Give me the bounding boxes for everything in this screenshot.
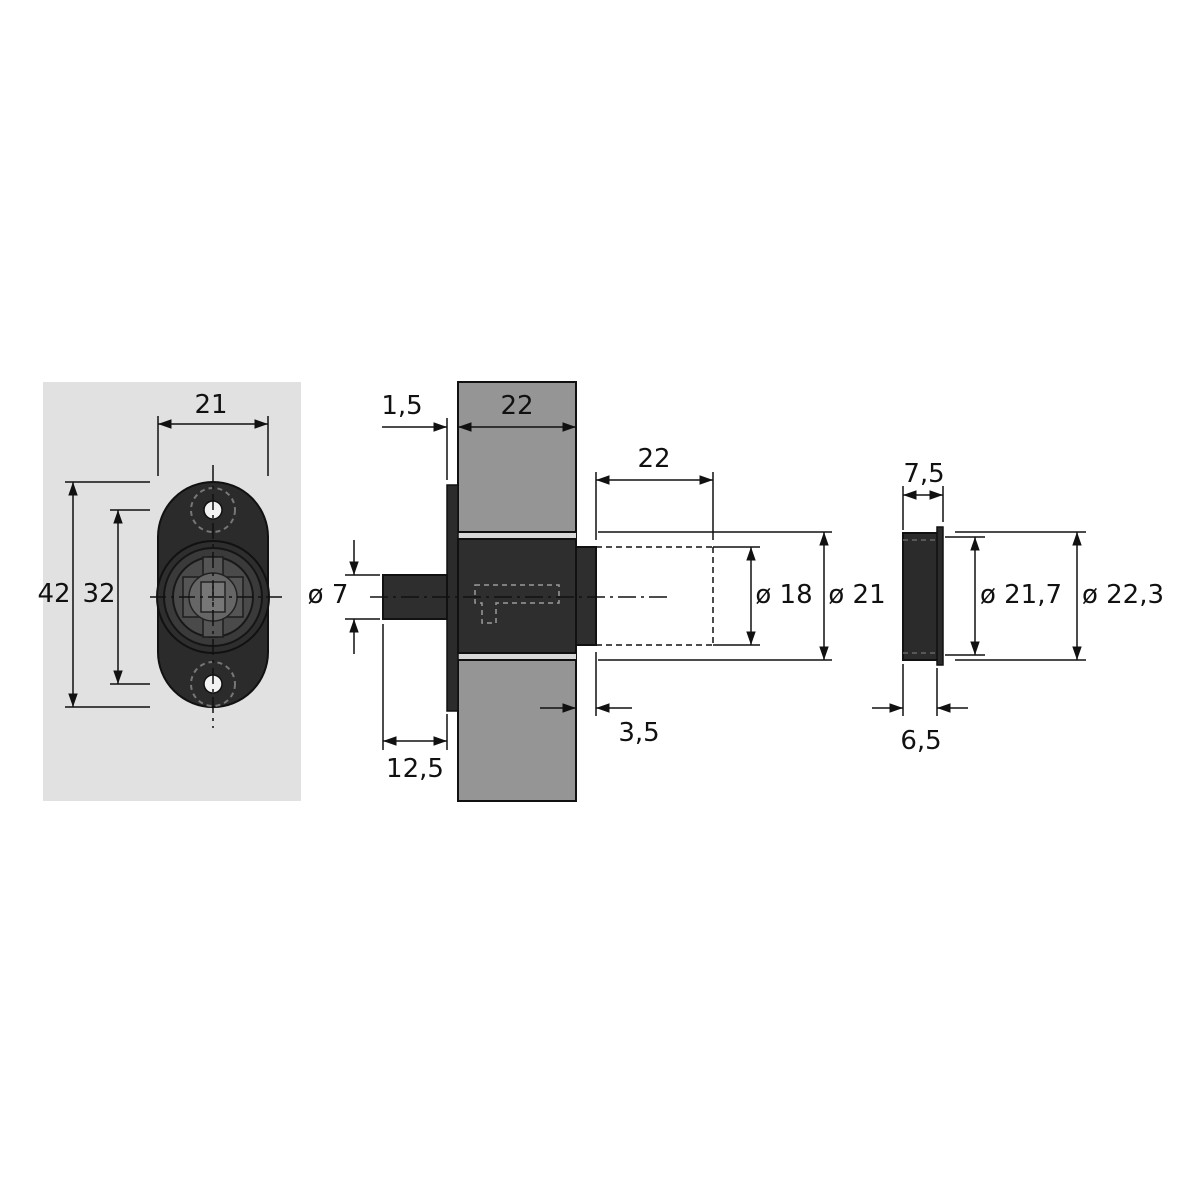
lock-body [457,538,577,654]
lock-body-step [575,546,597,646]
pin-diameter-label: ø 7 [308,580,349,610]
cap-inner-diameter-label: ø 21,7 [980,580,1062,610]
lock-flange [446,484,459,712]
cap-body-depth-label: 6,5 [900,726,941,756]
height-outer-label: 42 [37,579,70,609]
width-label: 21 [194,390,227,420]
drill-depth-label: 22 [637,444,670,474]
height-holes-label: 32 [82,579,115,609]
gap-label: 3,5 [618,718,659,748]
panel-label: 22 [500,391,533,421]
hidden-drill-bore [596,546,714,646]
pin-length-label: 12,5 [386,754,444,784]
bore-diameter-label: ø 18 [755,580,812,610]
cap-rim [936,526,944,666]
hidden-key-outline [474,584,560,624]
cap-depth-label: 7,5 [903,459,944,489]
side-view: 1,5 22 22 ø 7 ø 18 ø 21 12,5 3 [308,381,886,802]
cap-outer-diameter-label: ø 22,3 [1082,580,1164,610]
front-view: 21 42 32 [37,382,301,801]
cap-view: 7,5 6,5 ø 21,7 ø 22,3 [872,459,1164,756]
cap-body [902,532,940,661]
body-diameter-label: ø 21 [828,580,885,610]
flange-label: 1,5 [381,391,422,421]
